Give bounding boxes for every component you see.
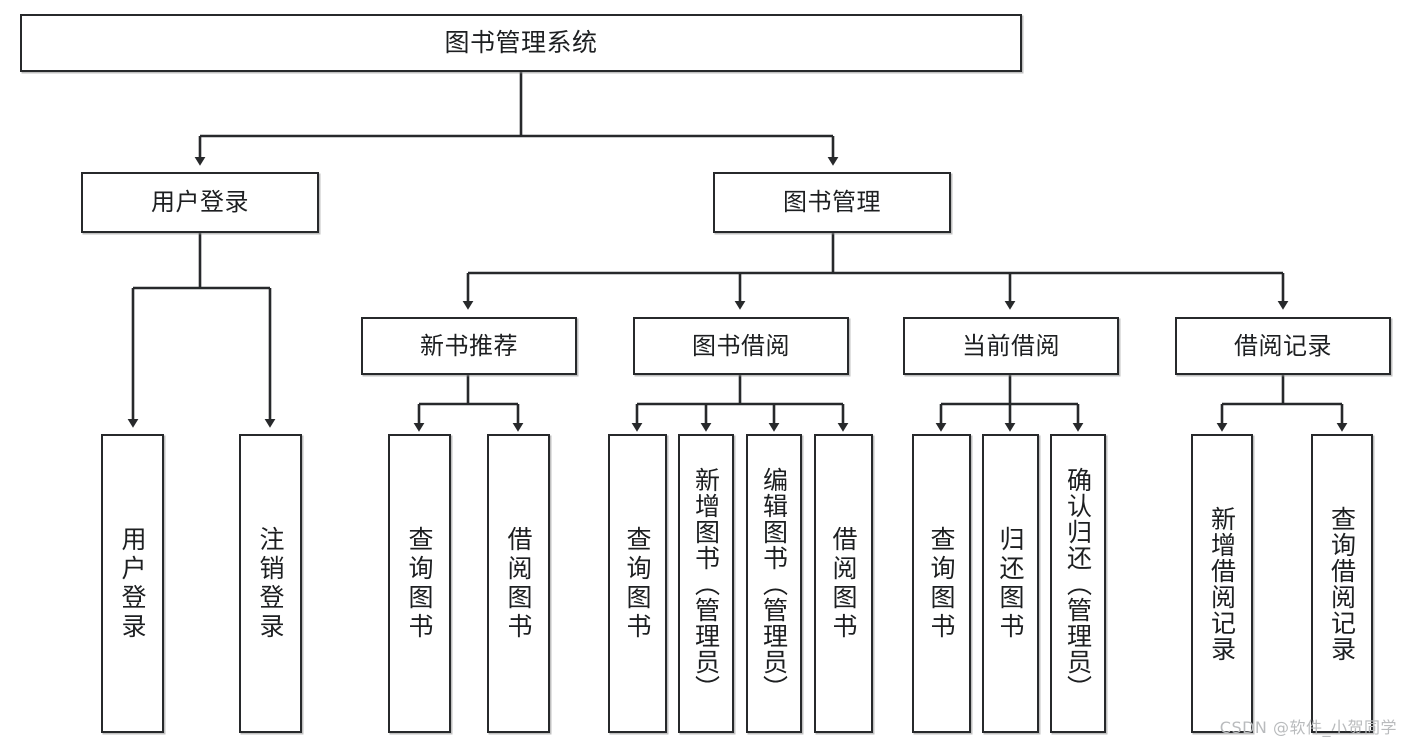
node-root-book-management-system[interactable]: 图书管理系统 xyxy=(20,14,1022,72)
leaf-add-book-admin[interactable]: 新增图书（管理员） xyxy=(678,434,734,733)
node-book-management[interactable]: 图书管理 xyxy=(713,172,951,233)
node-book-borrow[interactable]: 图书借阅 xyxy=(633,317,849,375)
node-label: 借阅图书 xyxy=(504,525,533,642)
leaf-user-login[interactable]: 用户登录 xyxy=(101,434,164,733)
csdn-watermark: CSDN @软件_小贺同学 xyxy=(1219,718,1397,737)
leaf-query-book-recommend[interactable]: 查询图书 xyxy=(388,434,451,733)
node-label: 当前借阅 xyxy=(962,331,1060,360)
node-label: 编辑图书（管理员） xyxy=(759,466,789,701)
node-label: 查询图书 xyxy=(405,525,434,642)
node-label: 新增图书（管理员） xyxy=(691,466,721,701)
leaf-edit-book-admin[interactable]: 编辑图书（管理员） xyxy=(746,434,802,733)
node-user-login[interactable]: 用户登录 xyxy=(81,172,319,233)
leaf-logout[interactable]: 注销登录 xyxy=(239,434,302,733)
node-label: 查询图书 xyxy=(927,525,956,642)
leaf-query-book-current[interactable]: 查询图书 xyxy=(912,434,971,733)
node-label: 查询借阅记录 xyxy=(1327,505,1357,662)
leaf-return-book[interactable]: 归还图书 xyxy=(982,434,1039,733)
node-label: 借阅记录 xyxy=(1234,331,1332,360)
node-borrow-record[interactable]: 借阅记录 xyxy=(1175,317,1391,375)
node-label: 用户登录 xyxy=(118,525,147,642)
node-new-book-recommend[interactable]: 新书推荐 xyxy=(361,317,577,375)
leaf-confirm-return-admin[interactable]: 确认归还（管理员） xyxy=(1050,434,1106,733)
node-label: 确认归还（管理员） xyxy=(1063,466,1093,701)
node-label: 注销登录 xyxy=(256,525,285,642)
node-label: 归还图书 xyxy=(996,525,1025,642)
node-label: 新增借阅记录 xyxy=(1207,505,1237,662)
leaf-query-book-borrow[interactable]: 查询图书 xyxy=(608,434,667,733)
node-label: 用户登录 xyxy=(151,188,249,217)
leaf-query-borrow-record[interactable]: 查询借阅记录 xyxy=(1311,434,1373,733)
node-current-borrow[interactable]: 当前借阅 xyxy=(903,317,1119,375)
node-label: 查询图书 xyxy=(623,525,652,642)
node-label: 图书管理系统 xyxy=(444,28,598,57)
leaf-borrow-book-recommend[interactable]: 借阅图书 xyxy=(487,434,550,733)
leaf-add-borrow-record[interactable]: 新增借阅记录 xyxy=(1191,434,1253,733)
leaf-borrow-book[interactable]: 借阅图书 xyxy=(814,434,873,733)
node-label: 图书借阅 xyxy=(692,331,790,360)
node-label: 图书管理 xyxy=(783,188,881,217)
node-label: 借阅图书 xyxy=(829,525,858,642)
node-label: 新书推荐 xyxy=(420,331,518,360)
